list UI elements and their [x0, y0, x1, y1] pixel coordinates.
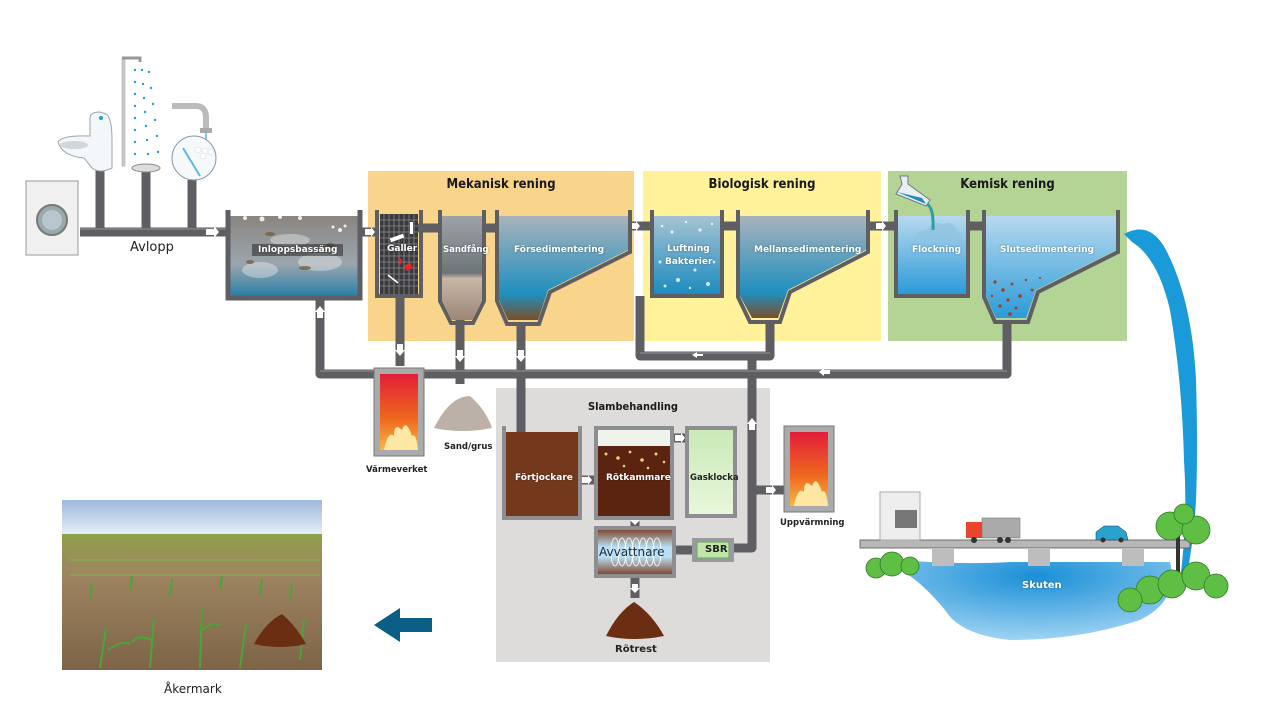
- flask-icon: [895, 175, 935, 231]
- tank-luftning: [650, 210, 724, 298]
- washing-machine-icon: [25, 180, 79, 256]
- label-bakterier: Bakterier: [665, 257, 713, 267]
- akermark-field-photo: [62, 500, 322, 670]
- tank-inloppsbassang: [225, 210, 363, 301]
- label-akermark: Åkermark: [164, 682, 222, 696]
- tank-galler: [375, 210, 423, 298]
- label-varmeverket: Värmeverket: [366, 465, 428, 475]
- truck-icon: [966, 517, 1021, 543]
- tank-avvattnare: [594, 526, 676, 578]
- label-rotkammare: Rötkammare: [606, 473, 671, 483]
- tank-sbr: [692, 538, 734, 562]
- label-sand-grus: Sand/grus: [444, 442, 493, 452]
- pipe-highlights: [80, 228, 1007, 372]
- label-fortjockare: Förtjockare: [515, 473, 573, 483]
- label-forsedimentering: Försedimentering: [514, 245, 605, 255]
- lake-skuten: [900, 560, 1172, 640]
- label-uppvarmning: Uppvärmning: [780, 518, 845, 528]
- label-sandfang: Sandfång: [443, 245, 489, 255]
- tank-slutsedimentering: [982, 210, 1120, 324]
- sand-pile-icon: [434, 396, 492, 431]
- tank-flockning: [894, 210, 970, 298]
- building-icon: [879, 491, 921, 541]
- trees-icon: [865, 503, 1229, 613]
- pipe-shower: [141, 172, 153, 237]
- zone-title-kemisk: Kemisk rening: [960, 177, 1055, 192]
- label-mellansedimentering: Mellansedimentering: [754, 245, 862, 255]
- zone-title-mekanisk: Mekanisk rening: [446, 177, 556, 192]
- label-skuten: Skuten: [1022, 580, 1062, 591]
- sink-tap-icon: [171, 103, 217, 181]
- label-slutsedimentering: Slutsedimentering: [1000, 245, 1094, 255]
- rotrest-on-field-icon: [254, 614, 306, 647]
- river-outflow: [1124, 229, 1197, 580]
- label-inloppsbassang: Inloppsbassäng: [252, 244, 344, 256]
- toilet-icon: [57, 111, 113, 172]
- label-sbr: SBR: [705, 544, 728, 555]
- tank-mellansedimentering: [736, 210, 870, 324]
- pipe-toilet: [95, 170, 107, 237]
- bridge: [859, 539, 1191, 566]
- label-gasklocka: Gasklocka: [690, 473, 739, 483]
- tank-fortjockare: [502, 426, 582, 520]
- car-icon: [1095, 525, 1129, 543]
- shower-icon: [121, 56, 161, 173]
- label-flockning: Flockning: [912, 245, 962, 255]
- arrow-right: [206, 226, 219, 238]
- label-avvattnare: Avvattnare: [599, 545, 665, 559]
- tank-gasklocka: [685, 426, 737, 518]
- pipe-sink: [187, 180, 199, 237]
- label-rotrest: Rötrest: [615, 644, 657, 655]
- label-luftning: Luftning: [667, 244, 710, 254]
- rotrest-pile-icon: [606, 602, 664, 639]
- label-avlopp: Avlopp: [130, 240, 174, 255]
- label-galler: Galler: [387, 244, 418, 254]
- arrow-to-akermark-icon: [374, 608, 432, 642]
- zone-title-slam: Slambehandling: [587, 400, 679, 413]
- tank-sandfang: [438, 210, 486, 325]
- zone-title-biologisk: Biologisk rening: [708, 177, 816, 192]
- tank-forsedimentering: [495, 210, 632, 326]
- tank-rotkammare: [594, 426, 674, 520]
- varmeverket-furnace: [373, 367, 425, 457]
- uppvarmning-furnace: [783, 425, 835, 513]
